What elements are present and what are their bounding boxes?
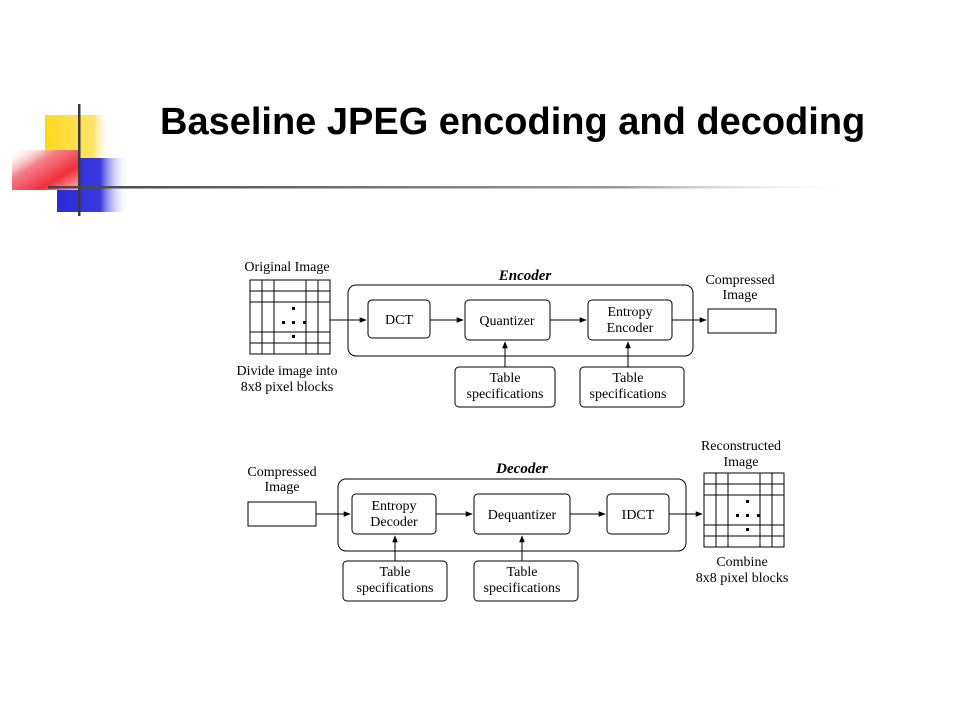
decor-vertical-rule [78, 104, 81, 216]
decoder-output-label-line1: Reconstructed [701, 439, 781, 454]
decoder-stage-dequantizer-label: Dequantizer [488, 508, 557, 523]
decoder-table-spec-1-line1: Table [380, 565, 411, 580]
decoder-section-label: Decoder [495, 461, 548, 477]
encoder-output-label-line1: Compressed [705, 273, 774, 288]
encoder-arrows [330, 317, 707, 367]
decoder-frame [337, 478, 687, 552]
decoder-arrows [316, 511, 703, 561]
decoder-table-spec-2 [473, 560, 579, 602]
original-image-dots [282, 307, 306, 338]
slide-title: Baseline JPEG encoding and decoding [160, 101, 866, 143]
decoder-input-label-line1: Compressed [247, 465, 316, 480]
encoder-stage-entropy-encoder-line1: Entropy [607, 305, 652, 320]
reconstructed-image-block-grid [703, 472, 785, 548]
decoder-stage-idct-label: IDCT [622, 508, 655, 523]
decoder-table-spec-1-line2: specifications [357, 581, 434, 596]
slide-corner-decoration [12, 104, 868, 216]
encoder-stage-dct [367, 299, 431, 339]
decoder-table-spec-2-line2: specifications [484, 581, 561, 596]
original-image-caption-line2: 8x8 pixel blocks [241, 380, 334, 395]
decoder-input-compressed-image [247, 501, 317, 527]
encoder-stage-quantizer-label: Quantizer [479, 314, 535, 329]
reconstructed-image-dots [736, 500, 760, 531]
original-image-block-grid [249, 279, 331, 355]
decor-red-square [12, 150, 78, 190]
reconstructed-image-caption-line2: 8x8 pixel blocks [696, 571, 789, 586]
encoder-output-compressed-image [707, 308, 777, 334]
decoder-section: Decoder Compressed Image Entropy Decoder… [247, 439, 789, 602]
encoder-stage-dct-label: DCT [385, 313, 413, 328]
original-image-caption-line1: Divide image into [236, 364, 337, 379]
reconstructed-image-caption-line1: Combine [716, 555, 767, 570]
decoder-output-label-line2: Image [724, 455, 759, 470]
encoder-table-spec-1-line1: Table [490, 371, 521, 386]
decor-horizontal-rule [48, 186, 868, 189]
encoder-table-spec-2-line2: specifications [590, 387, 667, 402]
decoder-stage-entropy-decoder-line2: Decoder [370, 515, 418, 530]
decoder-table-spec-2-line1: Table [507, 565, 538, 580]
encoder-table-spec-1-line2: specifications [467, 387, 544, 402]
encoder-stage-entropy-encoder-line2: Encoder [607, 321, 654, 336]
encoder-table-spec-2 [579, 366, 685, 408]
encoder-section: Encoder Original Image Divide image into… [236, 260, 777, 408]
encoder-table-spec-2-line1: Table [613, 371, 644, 386]
decoder-stage-entropy-decoder-line1: Entropy [371, 499, 416, 514]
original-image-label: Original Image [244, 260, 329, 275]
encoder-output-label-line2: Image [723, 288, 758, 303]
decoder-input-label-line2: Image [265, 480, 300, 495]
encoder-section-label: Encoder [498, 268, 552, 284]
